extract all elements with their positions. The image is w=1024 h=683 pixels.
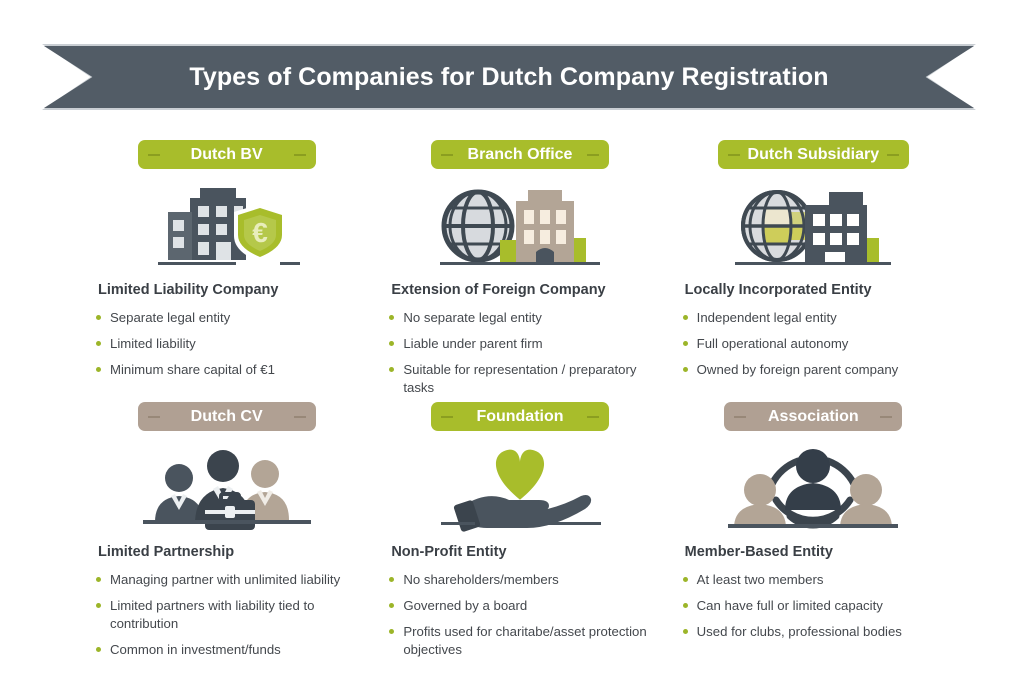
card-bullets: Managing partner with unlimited liabilit…: [94, 571, 359, 659]
badge-foundation[interactable]: Foundation: [430, 402, 609, 431]
list-item: No separate legal entity: [387, 309, 652, 327]
banner-fill: [44, 46, 974, 108]
badge-label: Dutch BV: [190, 145, 263, 163]
list-item: Limited partners with liability tied to …: [94, 597, 359, 633]
header-banner: Types of Companies for Dutch Company Reg…: [42, 44, 976, 110]
company-types-grid: Dutch BV €: [0, 140, 1024, 664]
badge-tick-left-icon: [440, 415, 453, 418]
card-foundation: Foundation Non-Profit Entity No sharehol…: [365, 402, 658, 664]
icon-people-circle: [681, 440, 946, 532]
badge-dutch-cv[interactable]: Dutch CV: [137, 402, 316, 431]
badge-tick-left-icon: [440, 153, 453, 156]
card-dutch-bv: Dutch BV €: [72, 140, 365, 402]
badge-dutch-subsidiary[interactable]: Dutch Subsidiary: [717, 140, 910, 169]
icon-business-people-briefcase: [94, 440, 359, 532]
list-item: Independent legal entity: [681, 309, 946, 327]
card-dutch-subsidiary: Dutch Subsidiary: [659, 140, 952, 402]
icon-globe-building: [387, 178, 652, 270]
badge-tick-right-icon: [586, 153, 599, 156]
icon-building-euro-shield: €: [94, 178, 359, 270]
list-item: Managing partner with unlimited liabilit…: [94, 571, 359, 589]
card-bullets: Independent legal entity Full operationa…: [681, 309, 946, 379]
icon-hand-heart: [387, 440, 652, 532]
badge-row: Dutch BV: [94, 140, 359, 169]
badge-row: Branch Office: [387, 140, 652, 169]
card-bullets: Separate legal entity Limited liability …: [94, 309, 359, 379]
card-subtitle: Extension of Foreign Company: [391, 282, 606, 298]
card-branch-office: Branch Office: [365, 140, 658, 402]
badge-association[interactable]: Association: [724, 402, 903, 431]
list-item: Liable under parent firm: [387, 335, 652, 353]
badge-row: Dutch CV: [94, 402, 359, 431]
badge-branch-office[interactable]: Branch Office: [430, 140, 609, 169]
list-item: Separate legal entity: [94, 309, 359, 327]
badge-tick-right-icon: [880, 415, 893, 418]
card-bullets: At least two members Can have full or li…: [681, 571, 946, 641]
badge-label: Association: [767, 407, 859, 425]
badge-tick-left-icon: [734, 415, 747, 418]
list-item: Profits used for charitabe/asset protect…: [387, 623, 652, 659]
list-item: Suitable for representation / preparator…: [387, 361, 652, 397]
card-bullets: No separate legal entity Liable under pa…: [387, 309, 652, 397]
list-item: Full operational autonomy: [681, 335, 946, 353]
card-bullets: No shareholders/members Governed by a bo…: [387, 571, 652, 659]
card-subtitle: Limited Partnership: [98, 544, 235, 560]
list-item: Limited liability: [94, 335, 359, 353]
card-subtitle: Locally Incorporated Entity: [684, 282, 872, 298]
list-item: Used for clubs, professional bodies: [681, 623, 946, 641]
badge-tick-left-icon: [147, 153, 160, 156]
badge-tick-right-icon: [586, 415, 599, 418]
card-subtitle: Limited Liability Company: [98, 282, 279, 298]
card-subtitle: Member-Based Entity: [684, 544, 833, 560]
card-subtitle: Non-Profit Entity: [391, 544, 507, 560]
badge-label: Foundation: [476, 407, 564, 425]
icon-globe-office: [681, 178, 946, 270]
badge-label: Branch Office: [467, 145, 573, 163]
badge-label: Dutch CV: [190, 407, 263, 425]
list-item: Governed by a board: [387, 597, 652, 615]
badge-tick-right-icon: [293, 415, 306, 418]
badge-row: Association: [681, 402, 946, 431]
badge-label: Dutch Subsidiary: [747, 145, 880, 163]
badge-tick-right-icon: [887, 153, 900, 156]
list-item: Common in investment/funds: [94, 641, 359, 659]
card-dutch-cv: Dutch CV: [72, 402, 365, 664]
page-title: Types of Companies for Dutch Company Reg…: [189, 63, 829, 91]
badge-row: Dutch Subsidiary: [681, 140, 946, 169]
badge-tick-left-icon: [727, 153, 740, 156]
badge-dutch-bv[interactable]: Dutch BV: [137, 140, 316, 169]
card-association: Association Member-Based Entity At least: [659, 402, 952, 664]
badge-tick-right-icon: [293, 153, 306, 156]
badge-tick-left-icon: [147, 415, 160, 418]
list-item: Can have full or limited capacity: [681, 597, 946, 615]
list-item: Minimum share capital of €1: [94, 361, 359, 379]
badge-row: Foundation: [387, 402, 652, 431]
list-item: No shareholders/members: [387, 571, 652, 589]
list-item: Owned by foreign parent company: [681, 361, 946, 379]
list-item: At least two members: [681, 571, 946, 589]
svg-text:€: €: [252, 217, 268, 248]
